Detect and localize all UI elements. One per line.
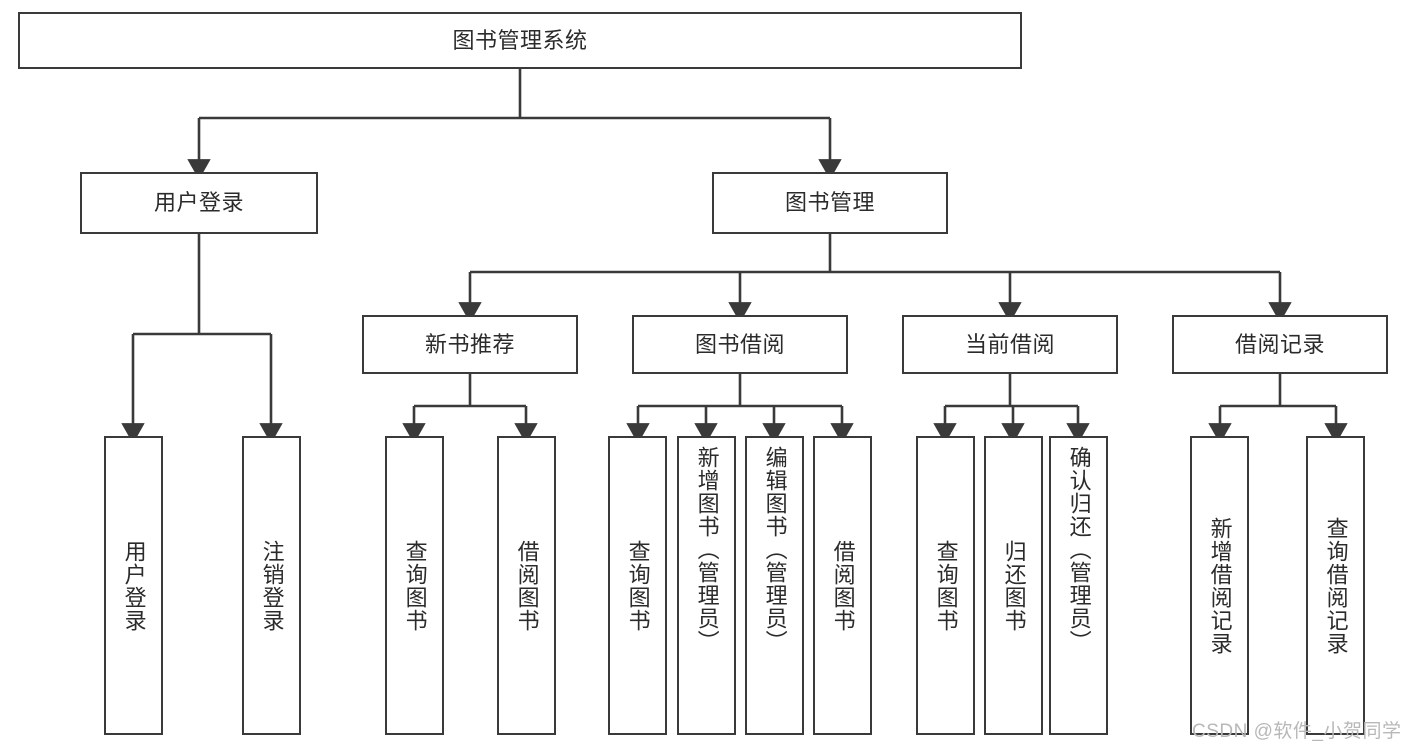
node-leaf-confirm-return-label: 确认归还（管理员） (1066, 446, 1092, 653)
node-book-management[interactable]: 图书管理 (712, 172, 948, 234)
node-borrow-record-label: 借阅记录 (1234, 331, 1325, 357)
node-leaf-return-book[interactable]: 归还图书 (984, 436, 1043, 735)
node-book-borrow-label: 图书借阅 (694, 331, 785, 357)
node-root-label: 图书管理系统 (452, 27, 588, 53)
node-leaf-query-book-2[interactable]: 查询图书 (608, 436, 667, 735)
node-current-borrow-label: 当前借阅 (964, 331, 1055, 357)
node-leaf-query-book-2-label: 查询图书 (625, 539, 651, 632)
node-borrow-record[interactable]: 借阅记录 (1172, 315, 1388, 374)
node-leaf-add-book-label: 新增图书（管理员） (694, 446, 720, 653)
node-leaf-query-book-3[interactable]: 查询图书 (916, 436, 975, 735)
node-leaf-query-book-1[interactable]: 查询图书 (385, 436, 444, 735)
node-leaf-logout-label: 注销登录 (259, 539, 285, 632)
node-leaf-user-login[interactable]: 用户登录 (104, 436, 163, 735)
node-leaf-borrow-book-2-label: 借阅图书 (830, 539, 856, 632)
node-leaf-borrow-book-2[interactable]: 借阅图书 (813, 436, 872, 735)
node-current-borrow[interactable]: 当前借阅 (902, 315, 1118, 374)
node-leaf-logout[interactable]: 注销登录 (242, 436, 301, 735)
node-leaf-borrow-book-1-label: 借阅图书 (514, 539, 540, 632)
node-leaf-query-record[interactable]: 查询借阅记录 (1306, 436, 1365, 735)
node-new-book-recommend-label: 新书推荐 (424, 331, 515, 357)
node-leaf-return-book-label: 归还图书 (1001, 539, 1027, 632)
node-leaf-borrow-book-1[interactable]: 借阅图书 (497, 436, 556, 735)
node-leaf-confirm-return[interactable]: 确认归还（管理员） (1049, 436, 1108, 735)
node-leaf-query-book-1-label: 查询图书 (402, 539, 428, 632)
node-leaf-add-record-label: 新增借阅记录 (1207, 516, 1233, 655)
node-leaf-user-login-label: 用户登录 (121, 539, 147, 632)
node-root[interactable]: 图书管理系统 (18, 12, 1022, 69)
node-leaf-add-book[interactable]: 新增图书（管理员） (677, 436, 736, 735)
node-leaf-query-book-3-label: 查询图书 (933, 539, 959, 632)
watermark-text: CSDN @软件_小贺同学 (1192, 721, 1402, 742)
node-leaf-edit-book[interactable]: 编辑图书（管理员） (745, 436, 804, 735)
node-leaf-query-record-label: 查询借阅记录 (1323, 516, 1349, 655)
node-user-login[interactable]: 用户登录 (80, 172, 318, 234)
node-book-borrow[interactable]: 图书借阅 (632, 315, 848, 374)
node-book-management-label: 图书管理 (784, 190, 875, 216)
node-user-login-label: 用户登录 (153, 190, 244, 216)
node-leaf-add-record[interactable]: 新增借阅记录 (1190, 436, 1249, 735)
node-new-book-recommend[interactable]: 新书推荐 (362, 315, 578, 374)
node-leaf-edit-book-label: 编辑图书（管理员） (762, 446, 788, 653)
